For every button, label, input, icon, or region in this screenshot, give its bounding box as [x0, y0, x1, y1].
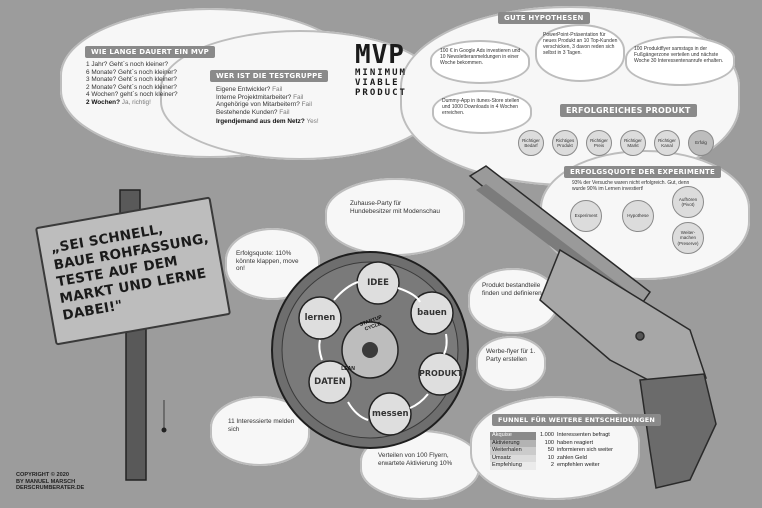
copyright-line: BY MANUEL MARSCH	[16, 478, 76, 485]
success-node: Richtiger Bedarf	[518, 130, 544, 156]
duration-list: 1 Jahr? Geht´s noch kleiner? 6 Monate? G…	[86, 61, 206, 107]
activation-note: Verteilen von 100 Flyern, erwartete Akti…	[378, 452, 453, 467]
success-node: Richtiger Kanal	[654, 130, 680, 156]
success-node: Richtiges Produkt	[552, 130, 578, 156]
mvp-line-product: PRODUCT	[355, 88, 407, 98]
cycle-node-messen: messen	[372, 409, 409, 419]
funnel-title: FUNNEL FÜR WEITERE ENTSCHEIDUNGEN	[492, 414, 662, 426]
success-node: Richtiger Markt	[620, 130, 646, 156]
copyright: COPYRIGHT © 2020 BY MANUEL MARSCH DERSCR…	[16, 472, 84, 492]
testgroup-line: Bestehende Kunden? Fail	[216, 108, 290, 116]
slogan-text: „SEI SCHNELL, BAUE ROHFASSUNG, TESTE AUF…	[49, 221, 210, 324]
testgroup-line: Interne Projektmitarbeiter? Fail	[216, 93, 304, 101]
cycle-lean-label: LEAN	[341, 366, 355, 372]
hypothesis-bubble-3	[625, 36, 735, 86]
duration-final: 2 Wochen? Ja, richtig!	[86, 98, 151, 106]
duration-line: 4 Wochen? geht´s noch kleiner?	[86, 91, 178, 99]
quote-node-preserve: Weiter-machen (Preserve)	[672, 222, 704, 254]
quote-node-hypothesis: Hypothese	[622, 200, 654, 232]
cycle-node-idee: IDEE	[367, 278, 389, 288]
successful-title: ERFOLGREICHES PRODUKT	[560, 104, 697, 117]
cycle-node-bauen: bauen	[417, 308, 447, 318]
hypothesis-bubble-1	[430, 40, 530, 84]
product-parts-note: Produkt bestandteile finden und definier…	[482, 282, 542, 297]
hypotheses-title: GUTE HYPOTHESEN	[498, 12, 590, 24]
success-rate-note: Erfolgsquote: 110% könnte klappen, move …	[236, 250, 299, 273]
testgroup-final: Irgendjemand aus dem Netz? Yes!	[216, 118, 319, 126]
mvp-acronym: MVP	[355, 40, 405, 70]
cloud-flyer	[476, 336, 546, 391]
quote-node-pivot: Aufhören (Pivot)	[672, 186, 704, 218]
testgroup-line: Eigene Entwickler? Fail	[216, 86, 283, 93]
success-node-result: Erfolg	[688, 130, 714, 156]
mvp-title: MVP MINIMUM VIABLE PRODUCT	[355, 42, 407, 98]
quote-title: ERFOLGSQUOTE DER EXPERIMENTE	[564, 166, 721, 178]
copyright-line: COPYRIGHT © 2020	[16, 472, 69, 478]
quote-node-experiment: Experiment	[570, 200, 602, 232]
hypothesis-1: 100 € in Google Ads investieren und 10 N…	[440, 48, 521, 66]
duration-line: 3 Monate? Geht´s noch kleiner?	[86, 76, 177, 84]
cycle-node-lernen: lernen	[304, 313, 336, 323]
quote-text: 93% der Versuche waren nicht erfolgreich…	[572, 180, 690, 192]
mid-cloud-party	[325, 178, 465, 256]
flyer-note: Werbe-flyer für 1. Party erstellen	[486, 348, 536, 363]
duration-title: WIE LANGE DAUERT EIN MVP	[85, 46, 216, 58]
hypothesis-4: Dummy-App in itunes-Store stellen und 10…	[442, 98, 520, 116]
successful-chain: Richtiger Bedarf Richtiges Produkt Richt…	[518, 130, 738, 156]
mvp-line-minimum: MINIMUM	[355, 68, 407, 78]
interested-note: 11 Interessierte melden sich	[228, 418, 295, 433]
hypothesis-bubble-4	[432, 90, 532, 134]
cloud-product-parts	[468, 268, 558, 334]
testgroup-title: WER IST DIE TESTGRUPPE	[210, 70, 329, 82]
testgroup-list: Eigene Entwickler? Fail Interne Projektm…	[216, 86, 356, 126]
duration-line: 2 Monate? Geht´s noch kleiner?	[86, 83, 177, 91]
duration-line: 6 Monate? Geht´s noch kleiner?	[86, 68, 177, 76]
hypothesis-bubble-2	[535, 24, 625, 82]
cycle-node-produkt: PRODUKT	[419, 369, 463, 378]
party-note: Zuhause-Party für Hundebesitzer mit Mode…	[350, 200, 440, 215]
testgroup-line: Angehörige von Mitarbeitern? Fail	[216, 101, 312, 109]
copyright-line: DERSCRUMBERATER.DE	[16, 485, 85, 492]
success-node: Richtiger Preis	[586, 130, 612, 156]
duration-line: 1 Jahr? Geht´s noch kleiner?	[86, 61, 169, 68]
mvp-line-viable: VIABLE	[355, 78, 400, 88]
hypothesis-3: 100 Produktflyer samstags in der Fußgäng…	[634, 46, 724, 64]
cycle-node-daten: DATEN	[314, 377, 346, 387]
hypothesis-2: PowerPoint-Präsentation für neues Produk…	[543, 32, 618, 56]
